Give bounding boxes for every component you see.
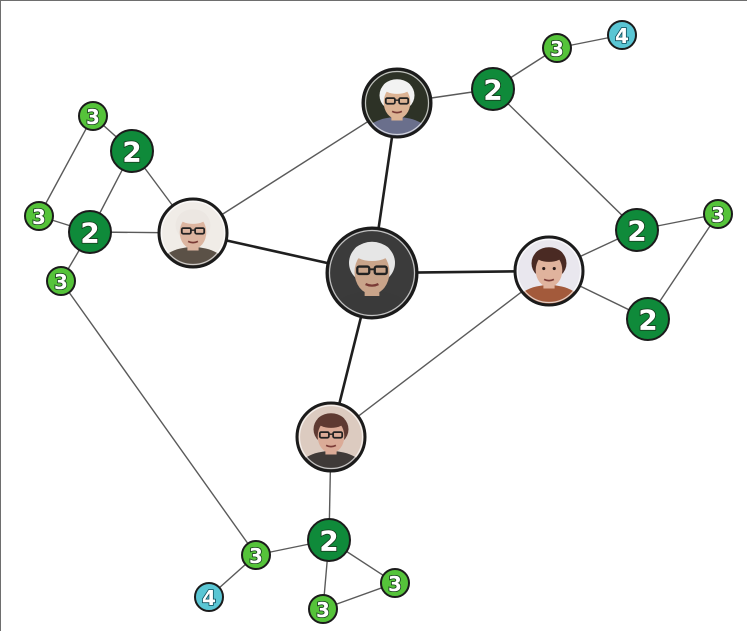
- node-n3-topright[interactable]: 3: [542, 33, 572, 63]
- node-n3-left-mid[interactable]: 3: [24, 201, 54, 231]
- node-label: 3: [711, 203, 725, 227]
- edge-n3-left-low-to-n3-bottom-left: [60, 280, 257, 556]
- node-n3-bottom-left[interactable]: 3: [241, 540, 271, 570]
- node-circle: [380, 568, 410, 598]
- node-label: 3: [32, 205, 46, 229]
- node-circle: [703, 199, 733, 229]
- node-n3-left-top[interactable]: 3: [78, 101, 108, 131]
- node-label: 2: [483, 74, 502, 107]
- portrait-center[interactable]: [325, 226, 419, 342]
- node-circle: [194, 582, 224, 612]
- node-circle: [615, 208, 659, 252]
- node-circle: [110, 129, 154, 173]
- node-circle: [24, 201, 54, 231]
- node-circle: [607, 20, 637, 50]
- node-label: 3: [249, 544, 263, 568]
- node-n4-topright[interactable]: 4: [607, 20, 637, 50]
- node-n4-bottom[interactable]: 4: [194, 582, 224, 612]
- node-label: 3: [388, 572, 402, 596]
- node-n3-left-low[interactable]: 3: [46, 266, 76, 296]
- node-circle: [78, 101, 108, 131]
- node-circle: [471, 67, 515, 111]
- node-label: 3: [316, 598, 330, 622]
- portrait-p-right[interactable]: [513, 235, 585, 324]
- node-circle: [68, 210, 112, 254]
- node-n2-right-a[interactable]: 2: [615, 208, 659, 252]
- portrait-p-left[interactable]: [157, 197, 229, 286]
- edge-n3-left-top-to-n3-left-mid: [38, 115, 94, 217]
- node-n3-bottom-right[interactable]: 3: [380, 568, 410, 598]
- node-n2-bottom[interactable]: 2: [307, 518, 351, 562]
- node-label: 3: [86, 105, 100, 129]
- node-n3-bottom-low[interactable]: 3: [308, 594, 338, 624]
- node-circle: [542, 33, 572, 63]
- edge-n2-topright-to-n2-right-a: [492, 88, 638, 231]
- edge-p-top-to-p-left: [192, 102, 398, 234]
- node-n2-topright[interactable]: 2: [471, 67, 515, 111]
- node-circle: [241, 540, 271, 570]
- node-label: 2: [627, 215, 646, 248]
- node-n2-left-a[interactable]: 2: [110, 129, 154, 173]
- node-label: 4: [615, 24, 629, 48]
- node-circle: [626, 297, 670, 341]
- node-circle: [308, 594, 338, 624]
- node-label: 3: [54, 270, 68, 294]
- portraits-layer: [157, 67, 585, 490]
- node-label: 2: [80, 217, 99, 250]
- node-label: 2: [638, 304, 657, 337]
- node-n3-right[interactable]: 3: [703, 199, 733, 229]
- node-n2-right-b[interactable]: 2: [626, 297, 670, 341]
- node-label: 2: [319, 525, 338, 558]
- node-circle: [46, 266, 76, 296]
- portrait-p-top[interactable]: [361, 67, 433, 156]
- portrait-p-bottom[interactable]: [295, 401, 367, 490]
- node-label: 3: [550, 37, 564, 61]
- edge-p-right-to-p-bottom: [330, 270, 550, 438]
- node-label: 2: [122, 136, 141, 169]
- node-label: 4: [202, 586, 216, 610]
- node-circle: [307, 518, 351, 562]
- node-n2-left-b[interactable]: 2: [68, 210, 112, 254]
